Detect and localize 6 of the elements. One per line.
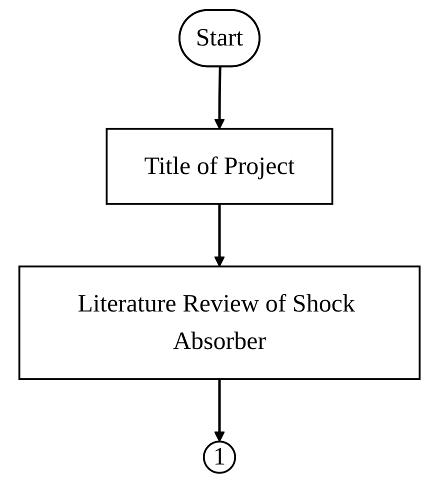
node-circle: 1 [202, 440, 236, 474]
node-box: Literature Review of Shock Absorber [18, 266, 421, 380]
arrow [214, 204, 225, 267]
node-box: Title of Project [106, 128, 334, 205]
arrow [214, 66, 225, 130]
arrow [214, 379, 225, 442]
